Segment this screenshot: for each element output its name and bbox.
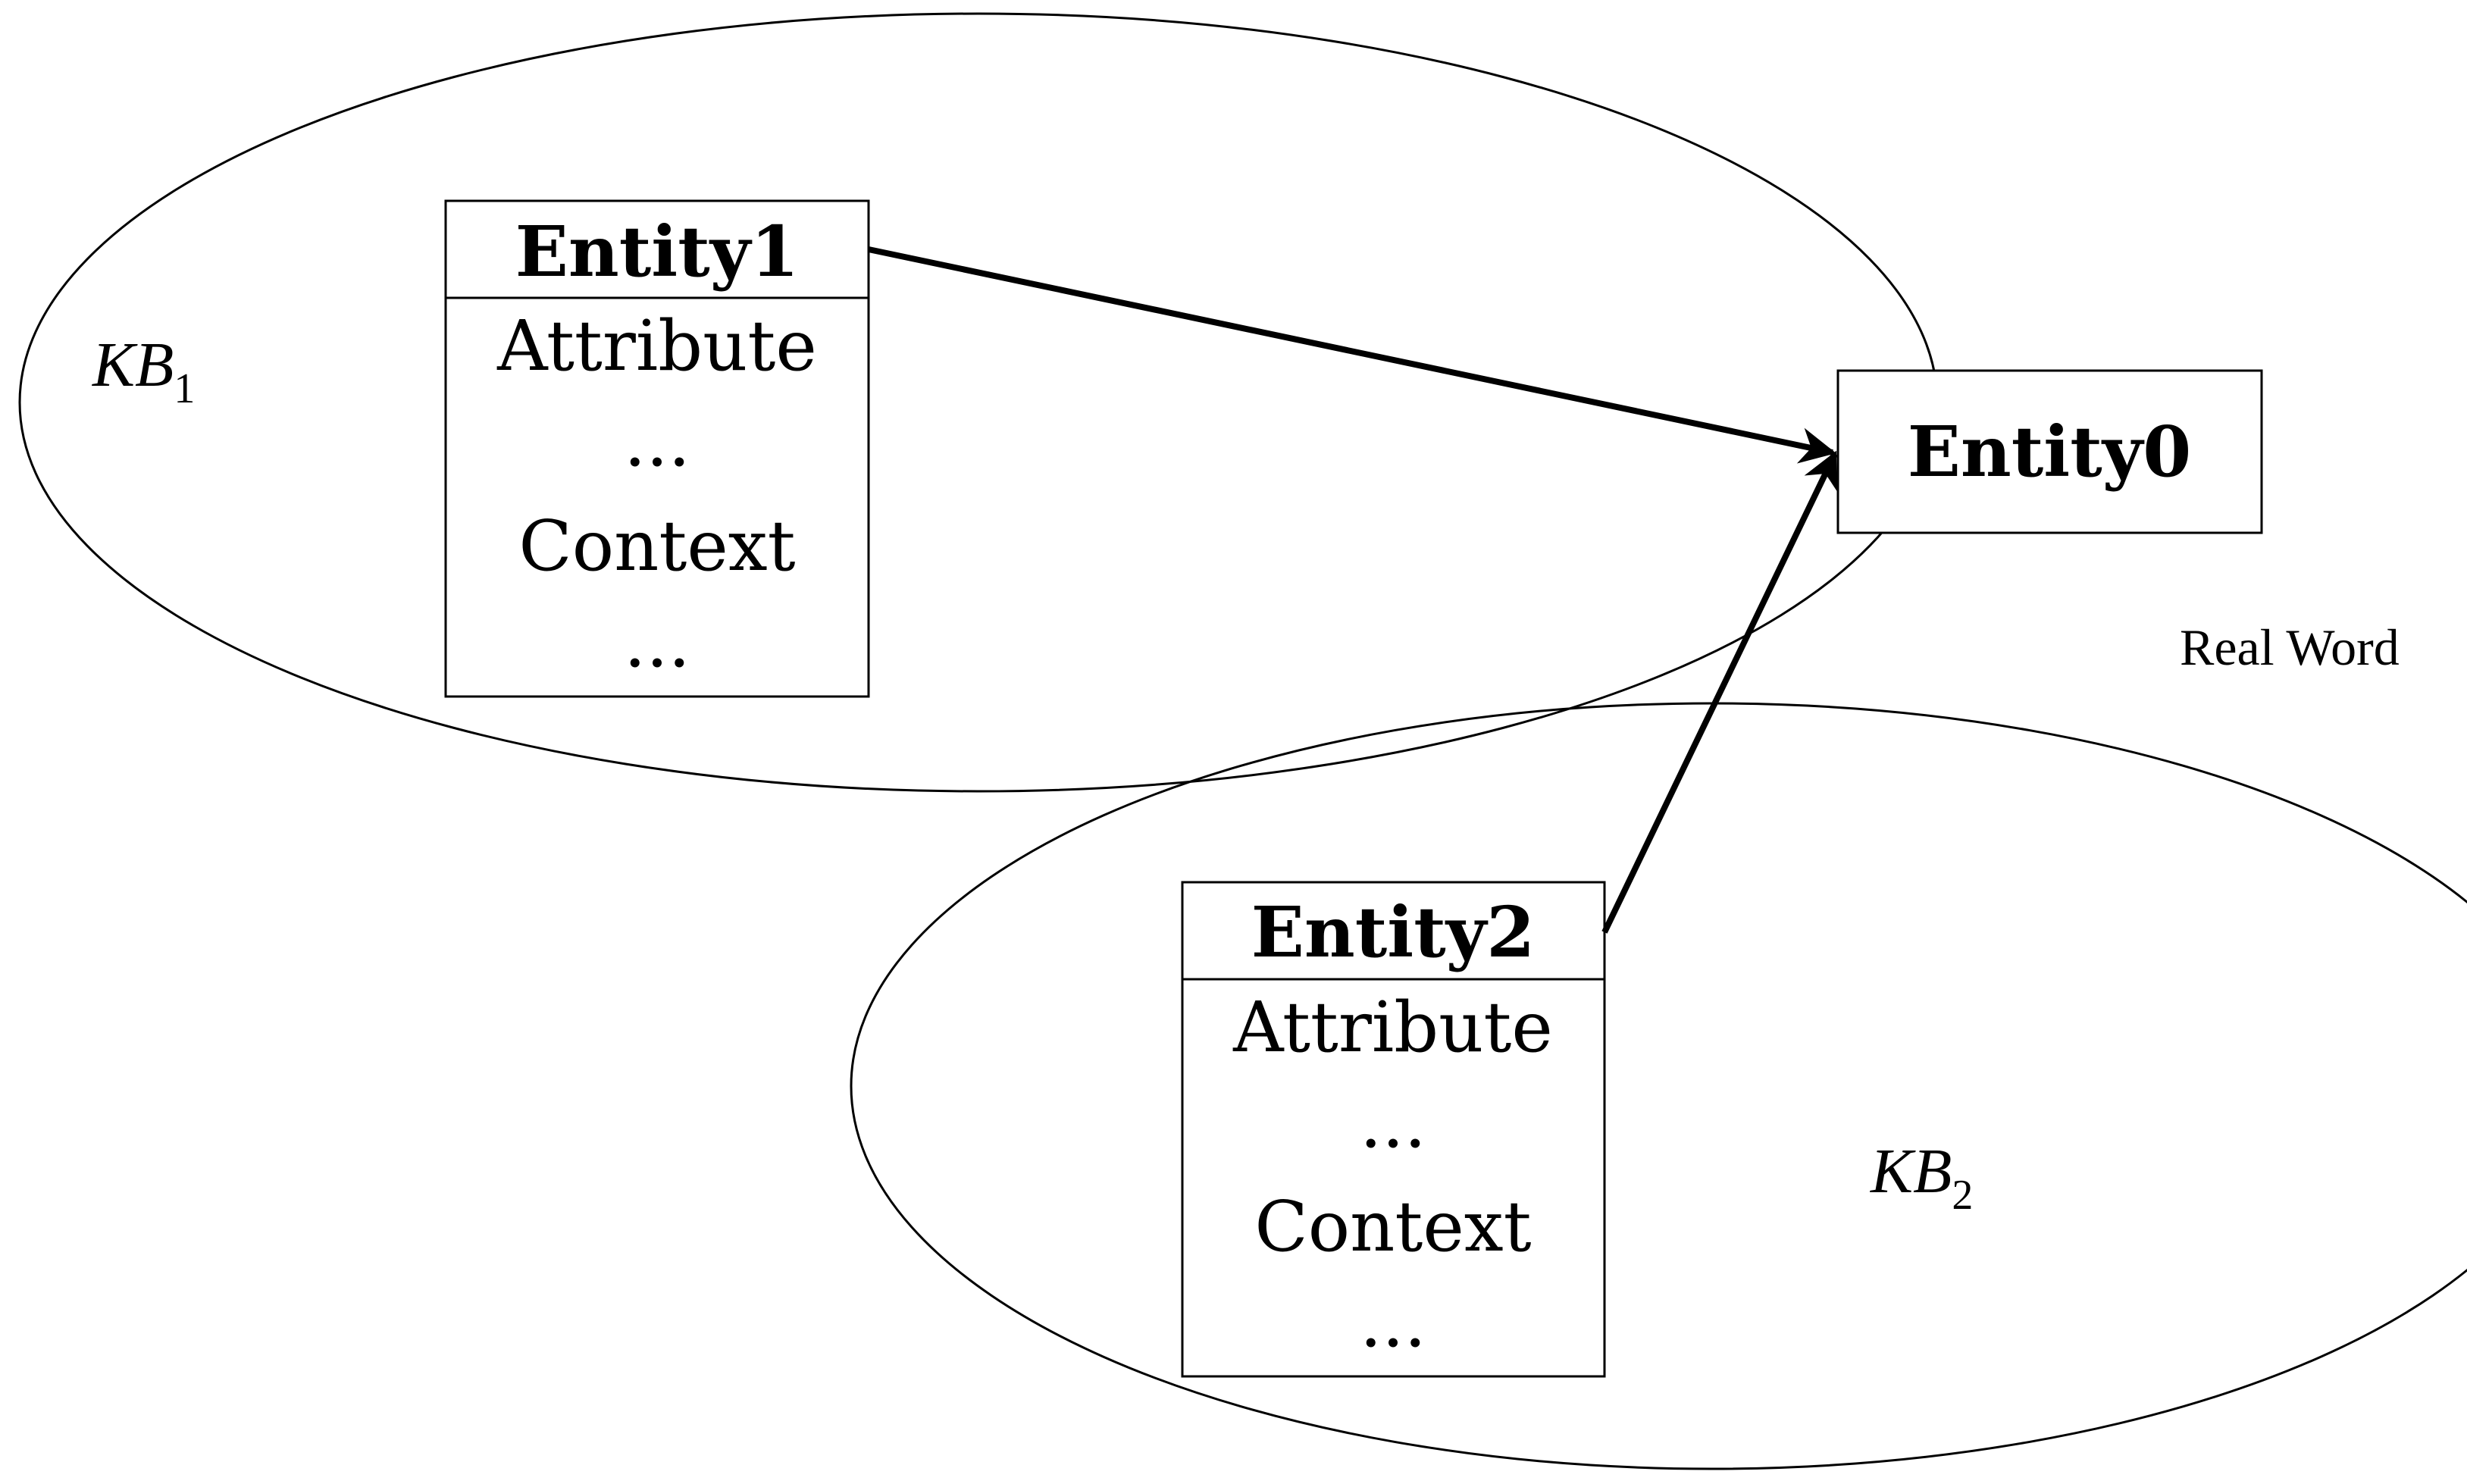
knowledge-base-2: KB2 Entity2 Attribute ... Context ... bbox=[850, 702, 2467, 1470]
entity0-title: Entity0 bbox=[1908, 411, 2191, 493]
entity1-box bbox=[444, 199, 870, 698]
entity2-card: Entity2 Attribute ... Context ... bbox=[1181, 881, 1606, 1378]
entity1-ellipsis-1: ... bbox=[624, 401, 690, 482]
entity2-title: Entity2 bbox=[1251, 891, 1535, 973]
real-world-label: Real Word bbox=[2180, 618, 2400, 676]
knowledge-base-1: KB1 Entity1 Attribute ... Context ... bbox=[18, 12, 1939, 793]
entity0-box bbox=[1836, 369, 2263, 534]
entity2-ellipsis-1: ... bbox=[1360, 1082, 1426, 1163]
real-world: Entity0 Real Word bbox=[1836, 369, 2400, 676]
entity1-ellipsis-2: ... bbox=[624, 602, 690, 683]
entity1-attribute: Attribute bbox=[496, 305, 817, 387]
entity2-context: Context bbox=[1254, 1186, 1531, 1267]
entity2-box bbox=[1181, 881, 1606, 1378]
entity2-ellipsis-2: ... bbox=[1360, 1282, 1426, 1363]
entity1-title: Entity1 bbox=[515, 211, 799, 293]
kb1-label: KB1 bbox=[92, 330, 195, 412]
entity1-card: Entity1 Attribute ... Context ... bbox=[444, 199, 870, 698]
arrow-entity1-to-entity0 bbox=[868, 246, 1836, 464]
entity2-attribute: Attribute bbox=[1232, 987, 1553, 1068]
entity1-context: Context bbox=[518, 506, 795, 587]
kb2-label: KB2 bbox=[1870, 1136, 1973, 1219]
kb1-boundary bbox=[18, 12, 1939, 793]
arrow-entity2-to-entity0 bbox=[1601, 450, 1838, 934]
